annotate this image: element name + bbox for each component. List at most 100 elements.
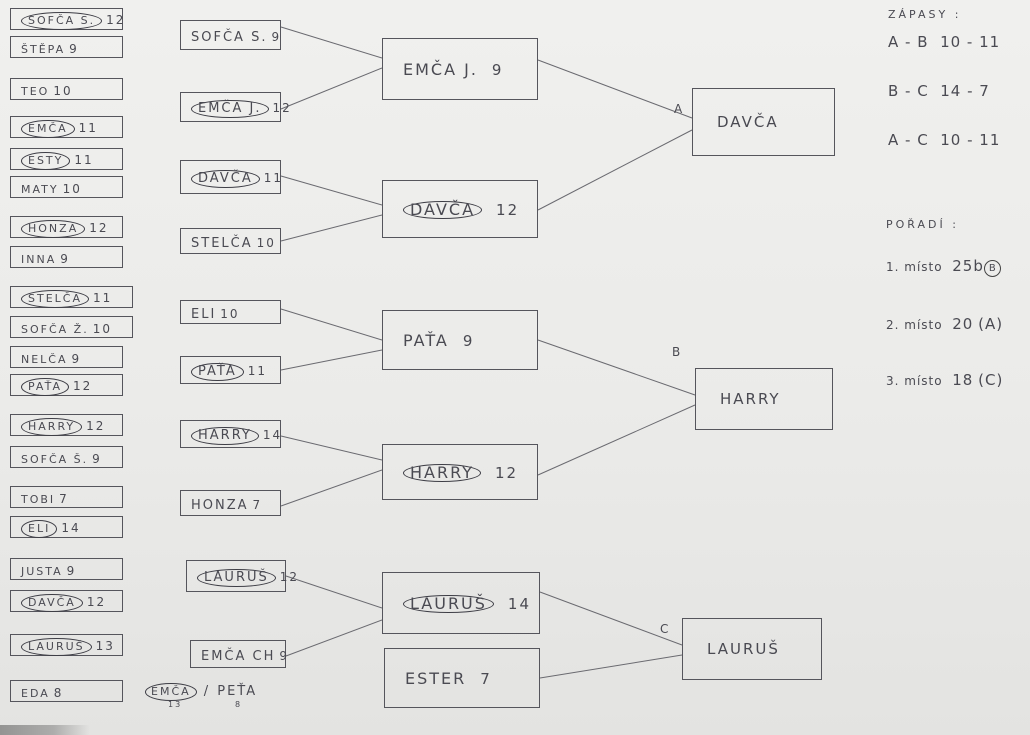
round1-player-name: STELČA bbox=[21, 289, 89, 308]
round1-player-name: SOFČA Š. bbox=[21, 452, 89, 466]
round1-entry: SOFČA Š.9 bbox=[21, 448, 102, 467]
round1-slot: SOFČA S.12 bbox=[10, 8, 123, 30]
round2-player-name: STELČA bbox=[191, 235, 253, 251]
round3-player-name: EMČA J. bbox=[403, 59, 478, 79]
round2-player-name: EMČA CH bbox=[201, 648, 276, 664]
ranking-heading: POŘADÍ : bbox=[886, 218, 959, 231]
round1-player-name: ELI bbox=[21, 519, 58, 538]
matches-heading: ZÁPASY : bbox=[888, 8, 962, 21]
round1-player-name: SOFČA Ž. bbox=[21, 322, 89, 336]
round3-player-score: 12 bbox=[496, 200, 520, 219]
round1-slot: SOFČA Ž.10 bbox=[10, 316, 133, 338]
round3-player-name: HARRY bbox=[403, 463, 481, 482]
round1-player-name: NELČA bbox=[21, 352, 68, 366]
round1-player-score: 11 bbox=[74, 152, 94, 167]
group-winner-name: HARRY bbox=[720, 390, 781, 408]
match-score: 10 - 11 bbox=[940, 33, 1001, 51]
ranking-group-badge: B bbox=[983, 260, 1001, 277]
round3-entry: HARRY 12 bbox=[403, 463, 518, 482]
round2-player-name: EMČA J. bbox=[191, 99, 269, 118]
round1-player-name: ESTY bbox=[21, 151, 71, 170]
match-score: 14 - 7 bbox=[940, 82, 990, 100]
round1-player-score: 13 bbox=[95, 638, 115, 653]
round1-player-score: 10 bbox=[92, 321, 112, 336]
match-row: B - C 14 - 7 bbox=[888, 82, 1000, 100]
match-row: A - C 10 - 11 bbox=[888, 131, 1000, 149]
ranking-row: 2. místo 20 (A) bbox=[886, 315, 1003, 333]
match-score: 10 - 11 bbox=[940, 131, 1001, 149]
round1-player-score: 9 bbox=[71, 351, 82, 366]
round2-player-score: 14 bbox=[262, 427, 283, 442]
round1-slot: SOFČA Š.9 bbox=[10, 446, 123, 468]
round1-player-score: 9 bbox=[92, 451, 102, 466]
extra-score2: 8 bbox=[235, 700, 243, 709]
round1-player-name: MATY bbox=[21, 182, 59, 196]
round3-player-name: LAURUŠ bbox=[403, 594, 494, 613]
round2-player-score: 9 bbox=[271, 29, 282, 44]
round1-player-name: HARRY bbox=[21, 417, 83, 436]
round3-player-name: DAVČA bbox=[403, 200, 483, 219]
group-letter-label: B bbox=[672, 345, 683, 359]
round1-player-score: 12 bbox=[106, 12, 126, 27]
round2-player-score: 11 bbox=[247, 363, 267, 378]
round3-slot: DAVČA 12 bbox=[382, 180, 538, 238]
round1-player-name: JUSTA bbox=[21, 564, 63, 578]
ranking-group: (C) bbox=[978, 371, 1004, 389]
group-winner-box: DAVČA bbox=[692, 88, 835, 156]
round2-entry: SOFČA S.9 bbox=[191, 26, 281, 45]
round2-player-score: 9 bbox=[279, 648, 290, 663]
round2-slot: SOFČA S.9 bbox=[180, 20, 281, 50]
match-pair: A - C bbox=[888, 131, 929, 149]
ranking-place: 2. místo bbox=[886, 318, 943, 332]
group-winner-box: LAURUŠ bbox=[682, 618, 822, 680]
round2-player-score: 11 bbox=[263, 170, 283, 185]
round1-player-name: DAVČA bbox=[21, 593, 83, 612]
round1-player-name: HONZA bbox=[21, 219, 86, 238]
extra-score1: 13 bbox=[168, 700, 183, 709]
round3-slot: EMČA J.9 bbox=[382, 38, 538, 100]
round1-player-score: 8 bbox=[53, 685, 64, 700]
round3-player-score: 9 bbox=[462, 331, 475, 350]
round1-player-name: PAŤA bbox=[21, 377, 69, 396]
ranking-row: 3. místo 18 (C) bbox=[886, 371, 1003, 389]
round1-player-name: SOFČA S. bbox=[21, 11, 103, 30]
round1-player-name: EDA bbox=[21, 686, 50, 700]
extra-name1: EMČA bbox=[145, 683, 197, 701]
round3-player-score: 12 bbox=[494, 463, 519, 482]
ranking-group: (A) bbox=[978, 315, 1004, 333]
round1-player-score: 10 bbox=[53, 83, 73, 98]
extra-match: EMČA / PEŤA bbox=[145, 680, 257, 701]
round2-player-name: ELI bbox=[191, 306, 217, 322]
round2-player-name: DAVČA bbox=[191, 169, 260, 188]
round2-player-name: PAŤA bbox=[191, 362, 244, 381]
